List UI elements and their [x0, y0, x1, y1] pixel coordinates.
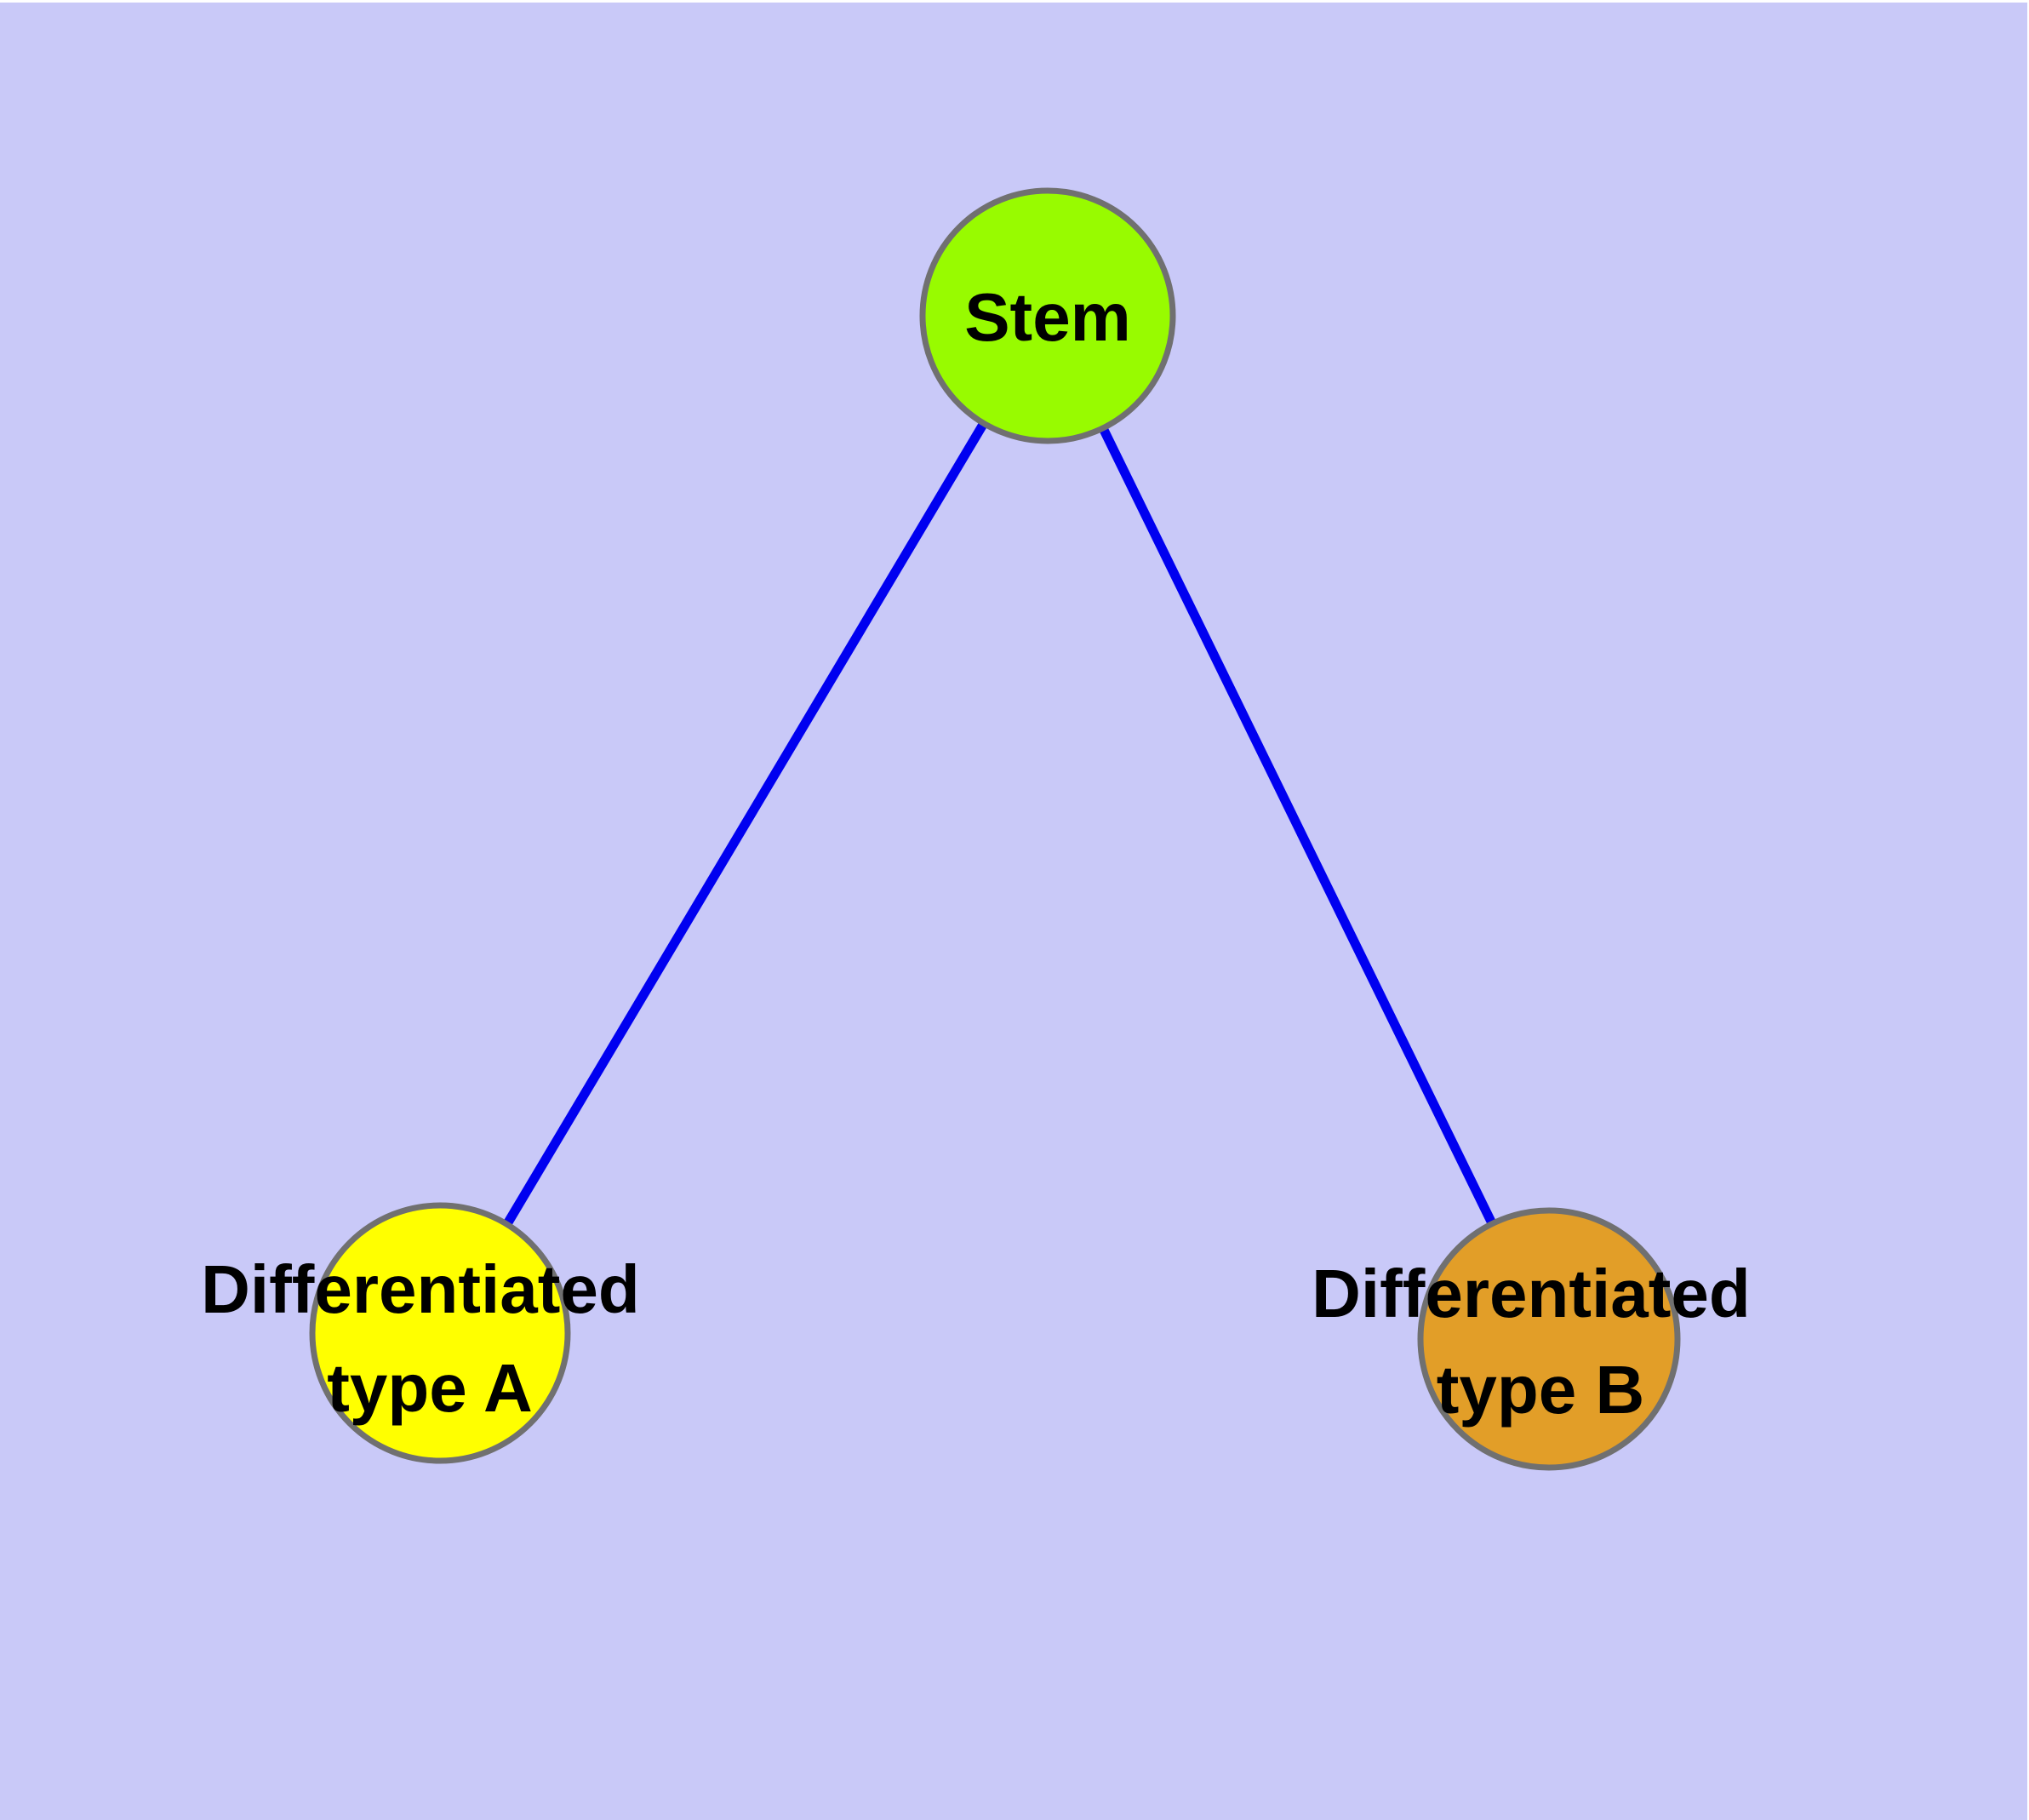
- edge-stem-to-type-a: [504, 421, 988, 1225]
- node-differentiated-type-b[interactable]: [1417, 1207, 1681, 1471]
- window-right-edge: [2027, 0, 2029, 1820]
- node-differentiated-type-b-label: Differentiated type B: [1312, 1256, 1769, 1428]
- node-stem-label: Stem: [964, 279, 1131, 355]
- node-differentiated-type-a[interactable]: [309, 1202, 571, 1464]
- edge-stem-to-type-b: [1099, 426, 1496, 1226]
- node-stem[interactable]: [919, 187, 1176, 444]
- node-differentiated-type-a-label: Differentiated type A: [201, 1251, 659, 1426]
- window-top-edge: [0, 0, 2029, 3]
